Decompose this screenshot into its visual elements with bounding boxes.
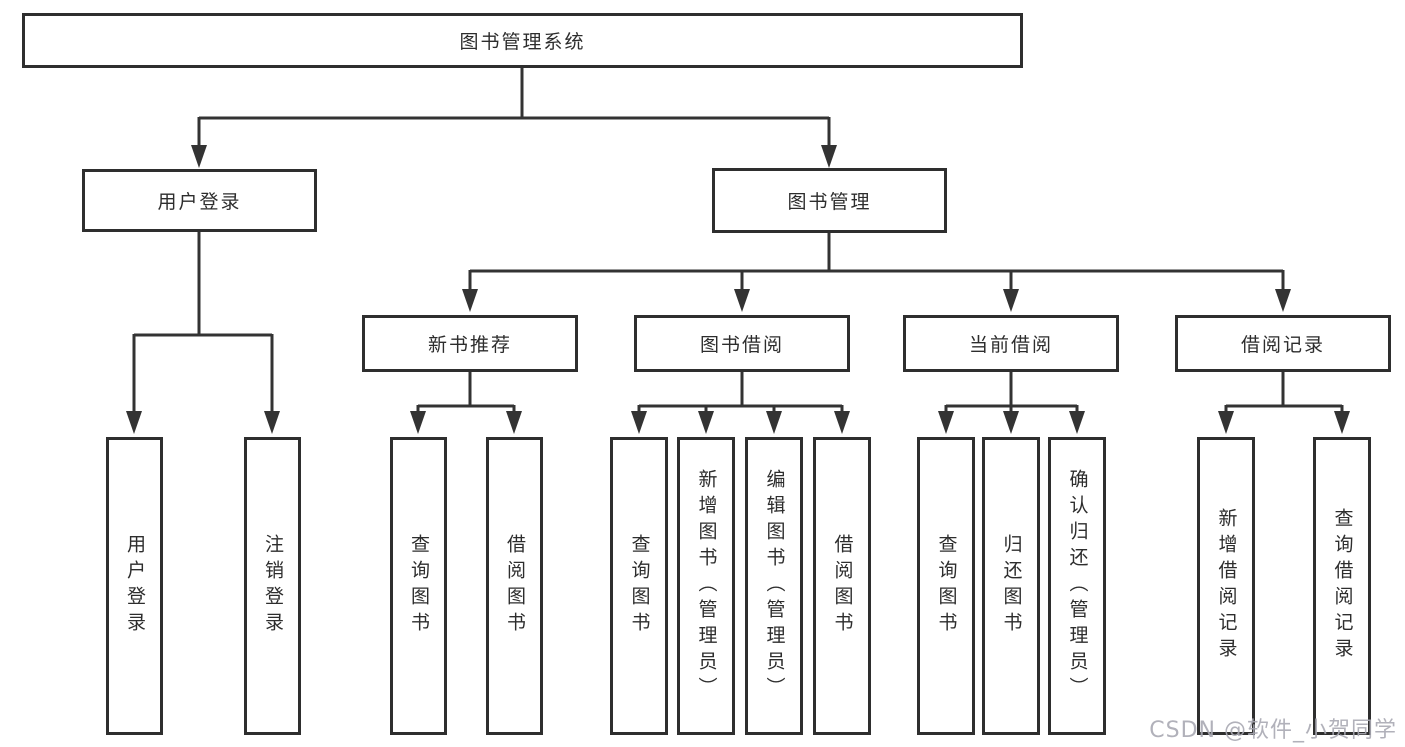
leaf-edit-books-admin-label: 编辑图书（管理员） (763, 469, 786, 703)
node-book-borrow-label: 图书借阅 (699, 334, 784, 356)
leaf-logout: 注销登录 (244, 437, 301, 735)
leaf-confirm-return-admin: 确认归还（管理员） (1048, 437, 1106, 735)
leaf-borrow-books-label: 借阅图书 (831, 534, 854, 638)
leaf-borrow-query-books: 查询图书 (610, 437, 668, 735)
leaf-user-login: 用户登录 (106, 437, 163, 735)
leaf-recommend-query-books: 查询图书 (390, 437, 447, 735)
leaf-current-query-books: 查询图书 (917, 437, 975, 735)
leaf-confirm-return-admin-label: 确认归还（管理员） (1066, 469, 1089, 703)
leaf-recommend-query-books-label: 查询图书 (407, 534, 430, 638)
node-user-login-group-label: 用户登录 (157, 191, 242, 213)
leaf-query-borrow-record: 查询借阅记录 (1313, 437, 1371, 735)
node-user-login-group: 用户登录 (82, 169, 317, 232)
watermark-text: CSDN @软件_小贺同学 (1149, 718, 1397, 743)
leaf-add-books-admin: 新增图书（管理员） (677, 437, 735, 735)
leaf-logout-label: 注销登录 (261, 534, 284, 638)
arrowheads (126, 145, 1350, 434)
node-root: 图书管理系统 (22, 13, 1023, 68)
node-current-borrow: 当前借阅 (903, 315, 1119, 372)
leaf-current-query-books-label: 查询图书 (935, 534, 958, 638)
leaf-recommend-borrow-books-label: 借阅图书 (503, 534, 526, 638)
leaf-add-borrow-record: 新增借阅记录 (1197, 437, 1255, 735)
leaf-edit-books-admin: 编辑图书（管理员） (745, 437, 803, 735)
node-book-borrow: 图书借阅 (634, 315, 850, 372)
leaf-borrow-books: 借阅图书 (813, 437, 871, 735)
node-borrow-records: 借阅记录 (1175, 315, 1391, 372)
leaf-recommend-borrow-books: 借阅图书 (486, 437, 543, 735)
leaf-query-borrow-record-label: 查询借阅记录 (1331, 508, 1354, 664)
leaf-return-books-label: 归还图书 (1000, 534, 1023, 638)
node-root-label: 图书管理系统 (459, 31, 586, 53)
leaf-add-borrow-record-label: 新增借阅记录 (1215, 508, 1238, 664)
node-borrow-records-label: 借阅记录 (1240, 334, 1325, 356)
node-new-book-recommend: 新书推荐 (362, 315, 578, 372)
node-current-borrow-label: 当前借阅 (968, 334, 1053, 356)
leaf-user-login-label: 用户登录 (123, 534, 146, 638)
leaf-return-books: 归还图书 (982, 437, 1040, 735)
leaf-add-books-admin-label: 新增图书（管理员） (695, 469, 718, 703)
node-book-management-label: 图书管理 (787, 191, 872, 213)
leaf-borrow-query-books-label: 查询图书 (628, 534, 651, 638)
node-book-management: 图书管理 (712, 168, 947, 233)
node-new-book-recommend-label: 新书推荐 (427, 334, 512, 356)
